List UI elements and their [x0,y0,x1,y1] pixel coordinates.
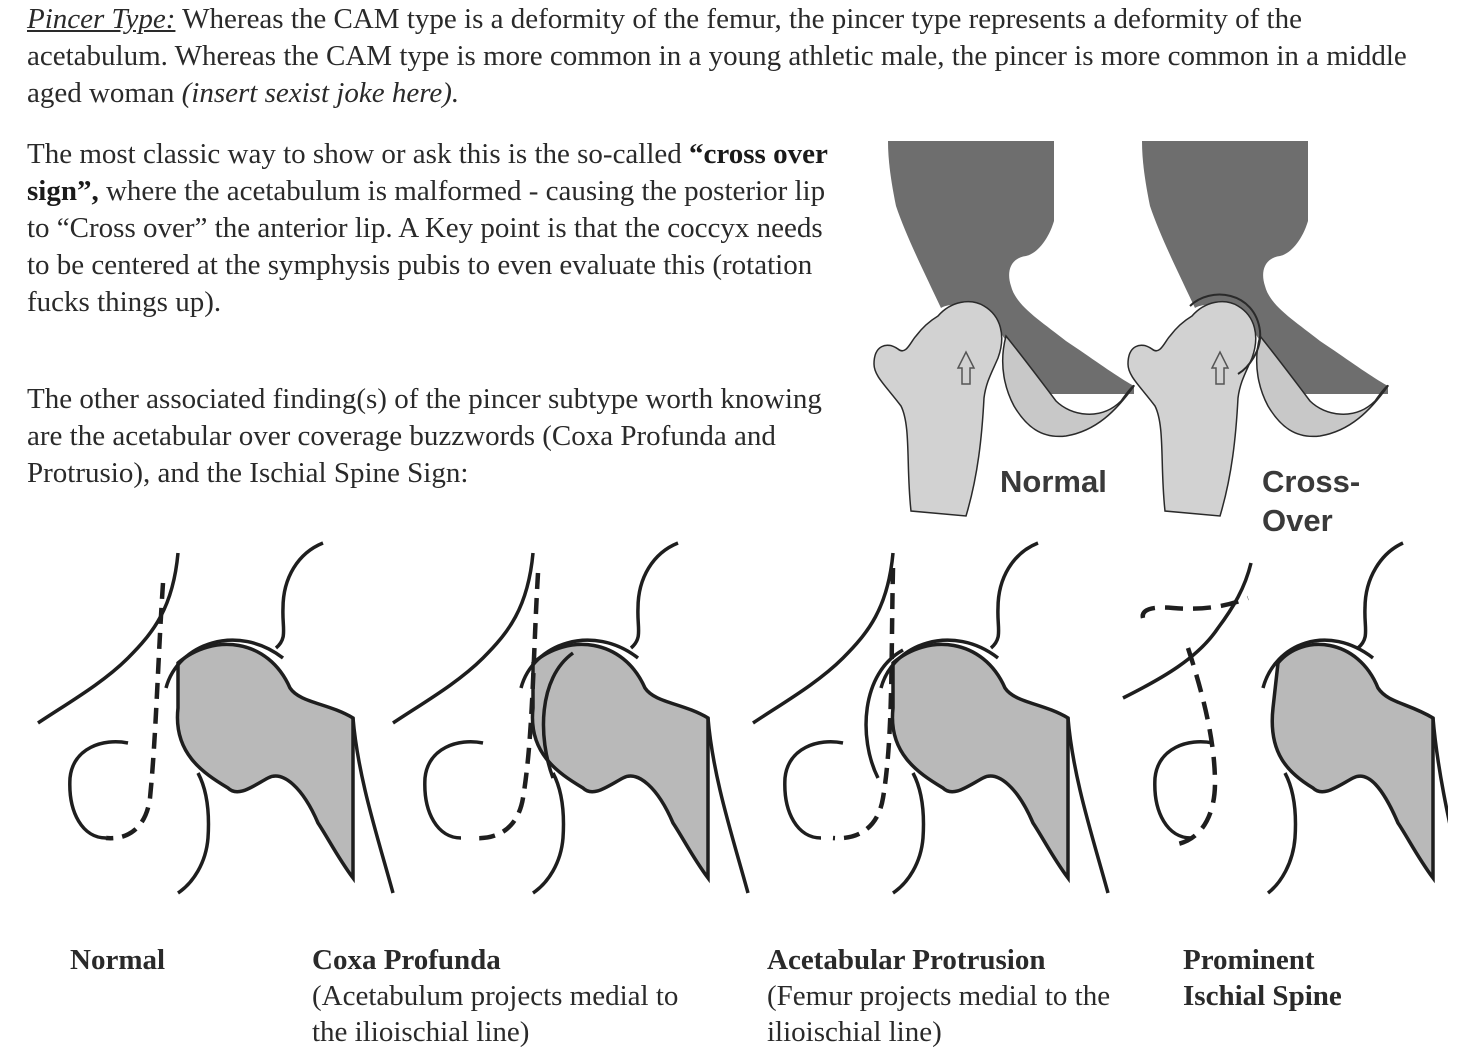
caption-coxa-profunda: Coxa Profunda (Acetabulum projects media… [312,942,752,1050]
crossover-femur-shape [1127,300,1257,517]
joint-diagram-acetabular-protrusion [751,541,1110,895]
crossover-hip-label-line1: Cross- [1262,464,1361,499]
intro-aside: (insert sexist joke here). [181,77,460,109]
cross-over-paragraph: The most classic way to show or ask this… [27,136,837,321]
crossover-hip-label-line2: Over [1262,503,1333,538]
normal-femur-shape [873,300,1003,517]
pincer-type-label: Pincer Type: [27,3,176,35]
normal-pubic-shape [1001,334,1135,438]
joint-diagram-normal [36,541,395,895]
caption-acetabular-protrusion-subtitle-line2: ilioischial line) [767,1016,942,1048]
joint-diagram-ischial-spine [1122,541,1464,895]
crossing-roof-line [1122,562,1253,700]
deep-acetabulum-line [541,651,575,779]
ilioischial-line [832,567,896,841]
ischial-spine-dashed-line [1140,595,1249,847]
joint-comparison-illustration [36,541,1464,895]
crossover-arrow-icon [1210,350,1230,385]
caption-acetabular-protrusion-title: Acetabular Protrusion [767,944,1046,976]
caption-normal-title: Normal [70,944,166,976]
crossover-pubic-shape [1255,334,1389,438]
caption-ischial-spine-title-line2: Ischial Spine [1183,980,1342,1012]
normal-hip-label: Normal [1000,464,1107,499]
ilioischial-line [105,582,166,841]
crossover-acetabular-rim [1189,293,1262,375]
normal-hip-illustration [873,141,1135,517]
caption-ischial-spine-title-line1: Prominent [1183,944,1315,976]
joint-comparison-figure [28,538,1464,930]
hip-crossover-illustration [873,141,1389,517]
caption-prominent-ischial-spine: Prominent Ischial Spine [1183,942,1443,1014]
protruding-femur-line [864,648,904,779]
ischial-spine-outline [1153,740,1214,840]
joint-diagram-coxa-profunda [391,541,750,895]
other-findings-paragraph: The other associated finding(s) of the p… [27,383,822,489]
cross-over-text-before: The most classic way to show or ask this… [27,138,690,170]
cross-over-text-after: where the acetabulum is malformed - caus… [27,175,826,318]
intro-text: Whereas the CAM type is a deformity of t… [27,3,1407,109]
caption-coxa-profunda-subtitle-line2: the ilioischial line) [312,1016,530,1048]
caption-acetabular-protrusion: Acetabular Protrusion (Femur projects me… [767,942,1177,1050]
caption-normal: Normal [70,942,165,978]
crossover-hip-illustration [1127,141,1389,517]
crossover-ilium-shape [1142,141,1388,394]
normal-arrow-icon [956,350,976,385]
ilioischial-line [472,572,541,841]
caption-coxa-profunda-subtitle-line1: (Acetabulum projects medial to [312,980,679,1012]
intro-paragraph: Pincer Type: Whereas the CAM type is a d… [27,1,1447,112]
cross-over-sign-term: “cross over sign”, [27,138,828,207]
caption-acetabular-protrusion-subtitle-line1: (Femur projects medial to the [767,980,1111,1012]
caption-coxa-profunda-title: Coxa Profunda [312,944,501,976]
normal-ilium-shape [888,141,1134,394]
hip-crossover-figure: Normal Cross- Over [866,136,1402,546]
